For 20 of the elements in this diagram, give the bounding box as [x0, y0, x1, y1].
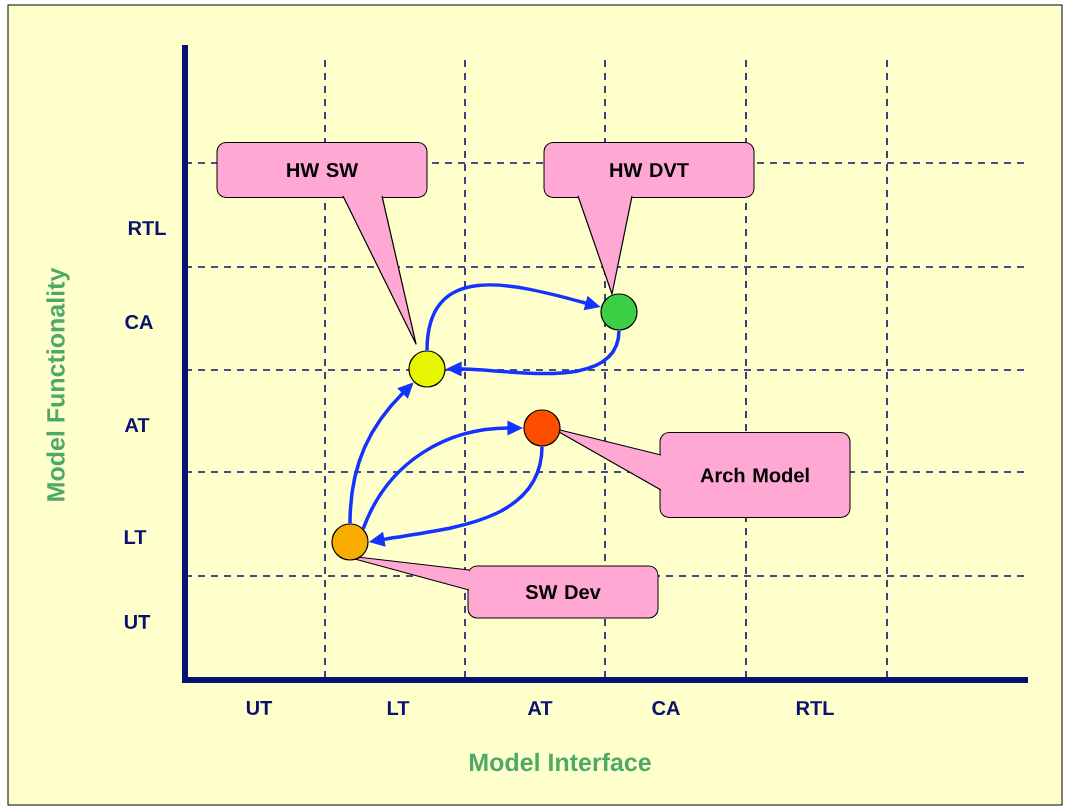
tick-label: AT	[124, 418, 150, 432]
tick-label: LT	[124, 530, 147, 544]
dot	[600, 293, 638, 331]
tick-label: LT	[387, 701, 410, 715]
callout-box: HW DVT	[543, 142, 755, 295]
tick-label: RTL	[128, 221, 166, 235]
tick-label: UT	[124, 615, 151, 629]
dot	[523, 409, 561, 447]
tick-label: CA	[125, 314, 153, 330]
axis-title: Model Functionality	[46, 267, 70, 501]
tick-label: AT	[527, 701, 553, 715]
tick-label: RTL	[796, 701, 834, 715]
dot	[331, 523, 369, 561]
callout-box: Arch Model	[551, 427, 851, 518]
callout-box: SW Dev	[339, 554, 659, 619]
callout-box: HW SW	[216, 142, 428, 345]
dot	[408, 350, 446, 388]
tick-label: CA	[652, 700, 680, 716]
tick-label: UT	[246, 701, 273, 715]
axis-title: Model Interface	[470, 752, 651, 772]
